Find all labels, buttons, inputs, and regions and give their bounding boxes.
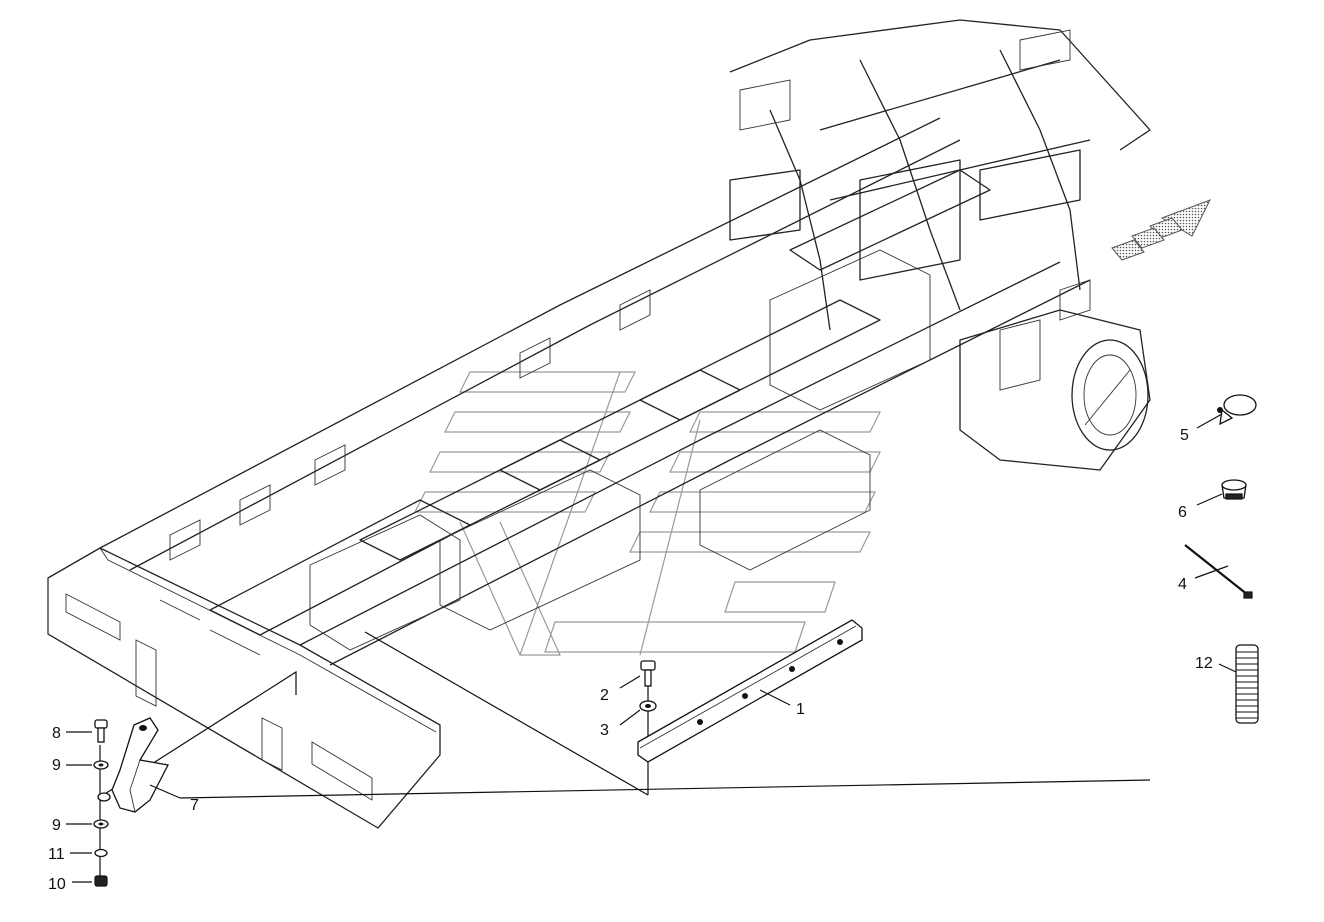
- callout-1: 1: [796, 701, 805, 718]
- callout-9-upper: 9: [52, 757, 61, 774]
- callout-6: 6: [1178, 504, 1187, 521]
- forward-arrow-icon: [1111, 199, 1212, 261]
- part-1-rail-strip: [637, 619, 863, 763]
- callout-labels: 1 2 3 4 5 6 7 8 9 9 10 11 12: [48, 427, 1213, 893]
- callout-12: 12: [1195, 655, 1213, 672]
- callout-5: 5: [1180, 427, 1189, 444]
- callout-8: 8: [52, 725, 61, 742]
- part-11-lock-washer: [94, 848, 108, 858]
- part-6-clip: [1221, 479, 1247, 500]
- watermark-logo: [414, 371, 881, 656]
- callout-3: 3: [600, 722, 609, 739]
- callout-10: 10: [48, 876, 66, 893]
- callout-9-lower: 9: [52, 817, 61, 834]
- chassis-frame: [47, 19, 1151, 829]
- part-8-bolt: [94, 719, 108, 743]
- part-9-washer-upper: [93, 760, 109, 770]
- callout-leader-lines: [66, 413, 1237, 883]
- callout-11: 11: [48, 846, 65, 863]
- callout-4: 4: [1178, 576, 1187, 593]
- part-10-nut: [94, 875, 108, 887]
- part-5-clamp: [1217, 394, 1257, 426]
- part-2-bolt: [640, 660, 656, 687]
- assembly-leader-lines: [99, 631, 649, 880]
- callout-7: 7: [190, 797, 199, 814]
- part-7-bracket: [97, 717, 169, 813]
- part-3-washer: [639, 700, 657, 712]
- callout-2: 2: [600, 687, 609, 704]
- part-12-sleeve: [1235, 644, 1259, 724]
- part-4-cable-tie: [1184, 544, 1253, 599]
- part-9-washer-lower: [93, 819, 109, 829]
